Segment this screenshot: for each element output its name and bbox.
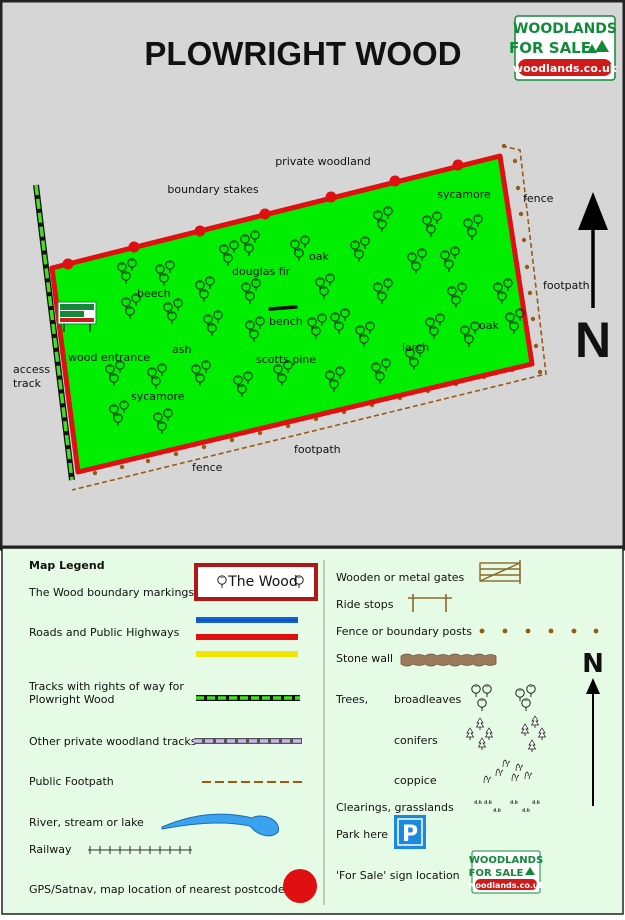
legend-gate-icon xyxy=(479,560,521,584)
label-sycamore-sw: sycamore xyxy=(131,390,185,403)
legend-for-sale-logo: WOODLANDS FOR SALE woodlands.co.uk xyxy=(468,850,545,894)
legend-railway-label: Railway xyxy=(29,843,72,856)
logo-url: woodlands.co.uk xyxy=(513,62,618,75)
legend-fence-posts-label: Fence or boundary posts xyxy=(336,625,472,638)
label-footpath-south: footpath xyxy=(294,443,341,456)
north-arrow: N xyxy=(575,192,611,368)
legend-ride-stops-label: Ride stops xyxy=(336,598,394,611)
legend-wood-boundary-label: The Wood boundary markings xyxy=(28,586,194,599)
boundary-stakes xyxy=(62,159,464,270)
label-larch: larch xyxy=(402,341,429,354)
legend-park-label: Park here xyxy=(336,828,388,841)
legend-river-symbol xyxy=(161,813,279,837)
bench-icon xyxy=(268,305,298,311)
legend-wood-badge: The Wood xyxy=(194,563,318,601)
legend-private-tracks-label: Other private woodland tracks xyxy=(29,735,197,748)
legend-ride-stop-icon xyxy=(408,594,452,612)
label-fence-east: fence xyxy=(523,192,554,205)
legend-stone-wall-symbol xyxy=(400,653,497,667)
north-label: N xyxy=(575,312,611,368)
legend-north-label: N xyxy=(582,649,604,679)
legend-railway-symbol xyxy=(88,846,192,854)
label-footpath-east: footpath xyxy=(543,279,590,292)
logo-line2: FOR SALE xyxy=(509,39,591,57)
label-access-track-line1: access xyxy=(13,363,50,376)
legend-north-arrow: N xyxy=(582,649,604,806)
legend-heading: Map Legend xyxy=(29,559,105,572)
label-access-track-line2: track xyxy=(13,377,42,390)
legend-stone-wall-label: Stone wall xyxy=(336,652,393,665)
legend-tracks-label-line2: Plowright Wood xyxy=(29,693,114,706)
legend-river-label: River, stream or lake xyxy=(29,816,144,829)
legend-trees-label: Trees, xyxy=(335,693,368,706)
label-scotts-pine: scotts pine xyxy=(256,353,316,366)
logo-line1: WOODLANDS xyxy=(513,21,617,37)
legend-gps-label: GPS/Satnav, map location of nearest post… xyxy=(29,883,285,896)
label-beech: beech xyxy=(137,287,171,300)
label-private-woodland: private woodland xyxy=(275,155,371,168)
legend-park-icon: P xyxy=(394,815,426,849)
label-oak-north: oak xyxy=(309,250,329,263)
label-oak-east: oak xyxy=(479,319,499,332)
legend-for-sale-label: 'For Sale' sign location xyxy=(336,869,460,882)
fence-line xyxy=(71,145,547,491)
legend-public-footpath-label: Public Footpath xyxy=(29,775,114,788)
legend-broadleaves-label: broadleaves xyxy=(394,693,462,706)
legend-gps-dot xyxy=(283,869,317,903)
logo-tree-icon xyxy=(587,40,609,53)
legend-wood-badge-text: The Wood xyxy=(227,574,298,590)
label-bench: bench xyxy=(269,315,303,328)
label-ash: ash xyxy=(172,343,191,356)
label-douglas-fir: douglas fir xyxy=(232,265,291,278)
woodlands-for-sale-logo: WOODLANDS FOR SALE woodlands.co.uk xyxy=(509,15,618,81)
label-sycamore-ne: sycamore xyxy=(437,188,491,201)
legend-gates-label: Wooden or metal gates xyxy=(336,571,465,584)
for-sale-sign-icon xyxy=(57,301,97,332)
label-boundary-stakes: boundary stakes xyxy=(167,183,258,196)
legend-logo-line1: WOODLANDS xyxy=(469,855,543,866)
legend-tracks-label-line1: Tracks with rights of way for xyxy=(28,680,184,693)
legend-logo-url: woodlands.co.uk xyxy=(468,881,544,890)
label-fence-south: fence xyxy=(192,461,223,474)
map-title: PLOWRIGHT WOOD xyxy=(144,35,461,72)
label-wood-entrance: wood entrance xyxy=(68,351,150,364)
access-track xyxy=(33,184,75,481)
legend-conifers-label: conifers xyxy=(394,734,438,747)
legend-clearings-label: Clearings, grasslands xyxy=(336,801,454,814)
legend-fence-post-dots xyxy=(479,628,599,634)
legend-roads-label: Roads and Public Highways xyxy=(29,626,180,639)
legend-logo-line2: FOR SALE xyxy=(469,868,524,879)
legend-coppice-label: coppice xyxy=(394,774,437,787)
legend-logo-tree-icon xyxy=(525,867,535,875)
legend-park-sign-text: P xyxy=(402,822,418,847)
wood-boundary xyxy=(49,153,535,475)
